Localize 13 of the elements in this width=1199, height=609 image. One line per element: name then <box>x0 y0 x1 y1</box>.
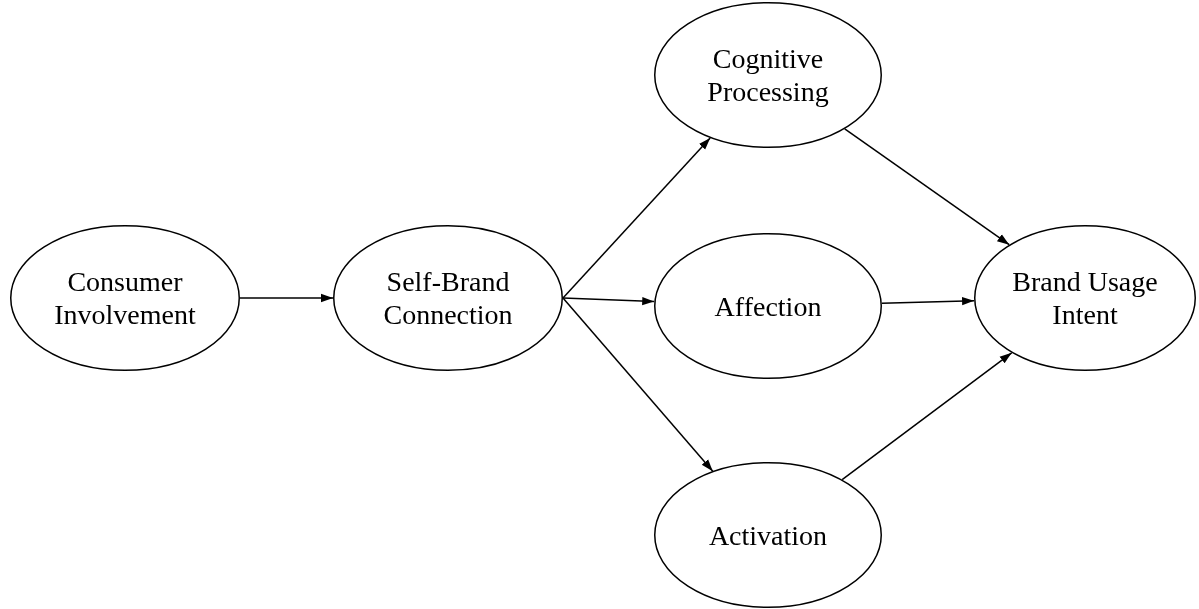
node-label: Brand Usage Intent <box>1011 265 1159 331</box>
node-label: Cognitive Processing <box>706 42 830 108</box>
arrow <box>239 293 334 303</box>
node-label: Activation <box>708 518 828 552</box>
arrow <box>562 296 655 306</box>
node-label: Consumer Involvement <box>53 265 197 331</box>
arrow <box>562 137 711 299</box>
arrow <box>844 128 1010 246</box>
arrow <box>881 296 975 306</box>
arrow <box>841 352 1013 481</box>
node-label: Self-Brand Connection <box>382 265 514 331</box>
node-label: Affection <box>714 289 822 323</box>
arrow <box>562 297 714 472</box>
